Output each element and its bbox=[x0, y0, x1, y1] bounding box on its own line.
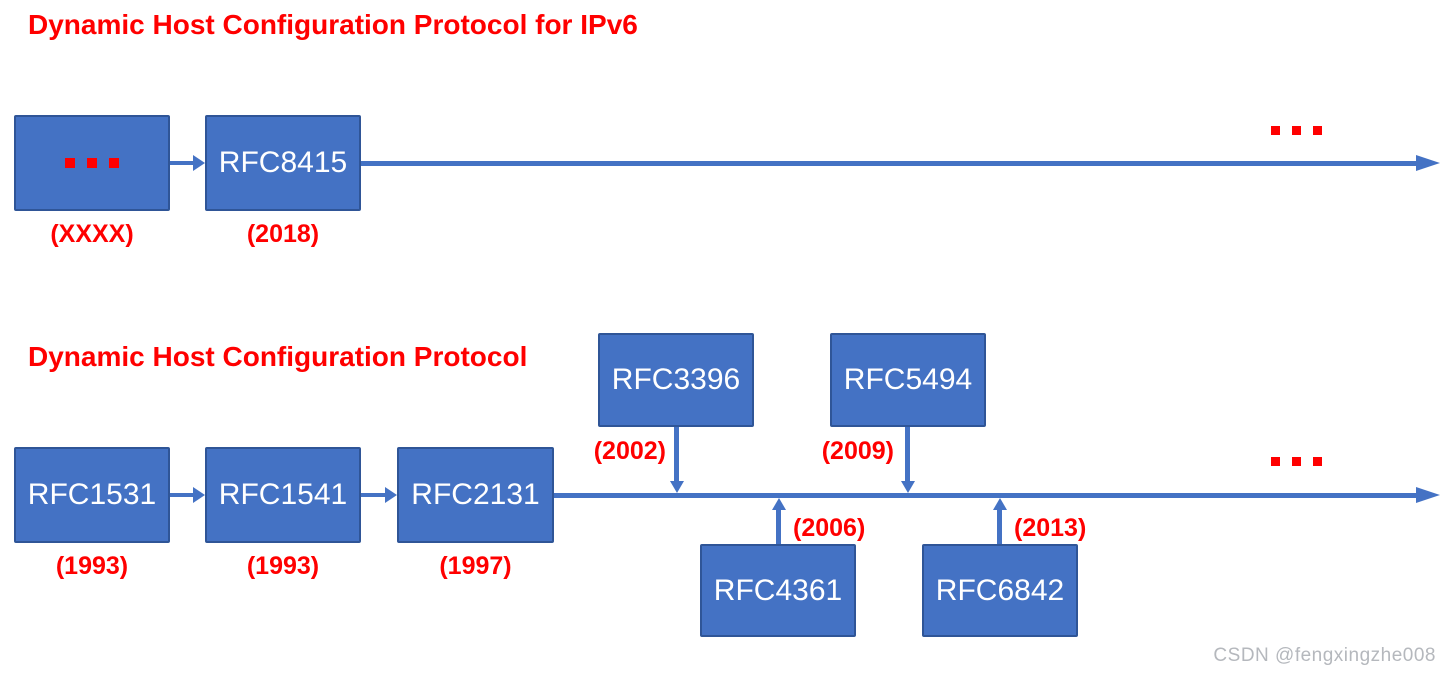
year-label-2002: (2002) bbox=[593, 437, 666, 465]
arrow-head-icon bbox=[1416, 155, 1440, 171]
arrow-rfc5494-to-timeline bbox=[901, 427, 915, 493]
arrow-shaft bbox=[905, 427, 910, 482]
arrow-shaft bbox=[776, 509, 781, 544]
arrow-shaft bbox=[997, 509, 1002, 544]
arrow-shaft bbox=[170, 493, 196, 497]
dhcp-timeline-arrow bbox=[554, 487, 1440, 503]
ellipsis-icon bbox=[1271, 126, 1322, 135]
rfc4361-box: RFC4361 bbox=[700, 544, 856, 637]
year-label-2006: (2006) bbox=[793, 514, 866, 542]
arrow-head-icon bbox=[1416, 487, 1440, 503]
arrow-head-icon bbox=[993, 498, 1007, 510]
arrow-head-icon bbox=[901, 481, 915, 493]
arrow-shaft bbox=[361, 493, 388, 497]
year-label-xxxx: (XXXX) bbox=[50, 220, 134, 248]
rfc2131-box: RFC2131 bbox=[397, 447, 554, 543]
arrow-shaft bbox=[170, 161, 196, 165]
year-label-1993-b: (1993) bbox=[246, 552, 320, 580]
section-title-dhcpv6: Dynamic Host Configuration Protocol for … bbox=[28, 9, 638, 40]
arrow-head-icon bbox=[193, 487, 205, 503]
ellipsis-icon bbox=[65, 158, 119, 168]
arrow-head-icon bbox=[670, 481, 684, 493]
arrow-rfc1531-to-rfc1541 bbox=[170, 487, 205, 503]
arrow-rfc4361-to-timeline bbox=[772, 498, 786, 544]
arrow-rfc3396-to-timeline bbox=[670, 427, 684, 493]
section-title-dhcp: Dynamic Host Configuration Protocol bbox=[28, 341, 528, 372]
rfc5494-box: RFC5494 bbox=[830, 333, 986, 427]
arrow-shaft bbox=[361, 161, 1420, 166]
rfc1541-box: RFC1541 bbox=[205, 447, 361, 543]
arrow-rfc6842-to-timeline bbox=[993, 498, 1007, 544]
year-label-2013: (2013) bbox=[1014, 514, 1087, 542]
arrow-shaft bbox=[674, 427, 679, 482]
arrow-head-icon bbox=[193, 155, 205, 171]
rfc1531-box: RFC1531 bbox=[14, 447, 170, 543]
arrow-shaft bbox=[554, 493, 1420, 498]
ellipsis-icon bbox=[1271, 457, 1322, 466]
ipv6-timeline-arrow bbox=[361, 155, 1440, 171]
csdn-watermark: CSDN @fengxingzhe008 bbox=[1213, 645, 1436, 666]
rfc3396-box: RFC3396 bbox=[598, 333, 754, 427]
year-label-2018: (2018) bbox=[246, 220, 320, 248]
rfc8415-box: RFC8415 bbox=[205, 115, 361, 211]
year-label-2009: (2009) bbox=[821, 437, 894, 465]
year-label-1993-a: (1993) bbox=[55, 552, 129, 580]
year-label-1997: (1997) bbox=[439, 552, 512, 580]
arrow-head-icon bbox=[772, 498, 786, 510]
predecessor-rfc-box bbox=[14, 115, 170, 211]
rfc6842-box: RFC6842 bbox=[922, 544, 1078, 637]
arrow-predecessor-to-rfc8415 bbox=[170, 155, 205, 171]
arrow-rfc1541-to-rfc2131 bbox=[361, 487, 397, 503]
arrow-head-icon bbox=[385, 487, 397, 503]
